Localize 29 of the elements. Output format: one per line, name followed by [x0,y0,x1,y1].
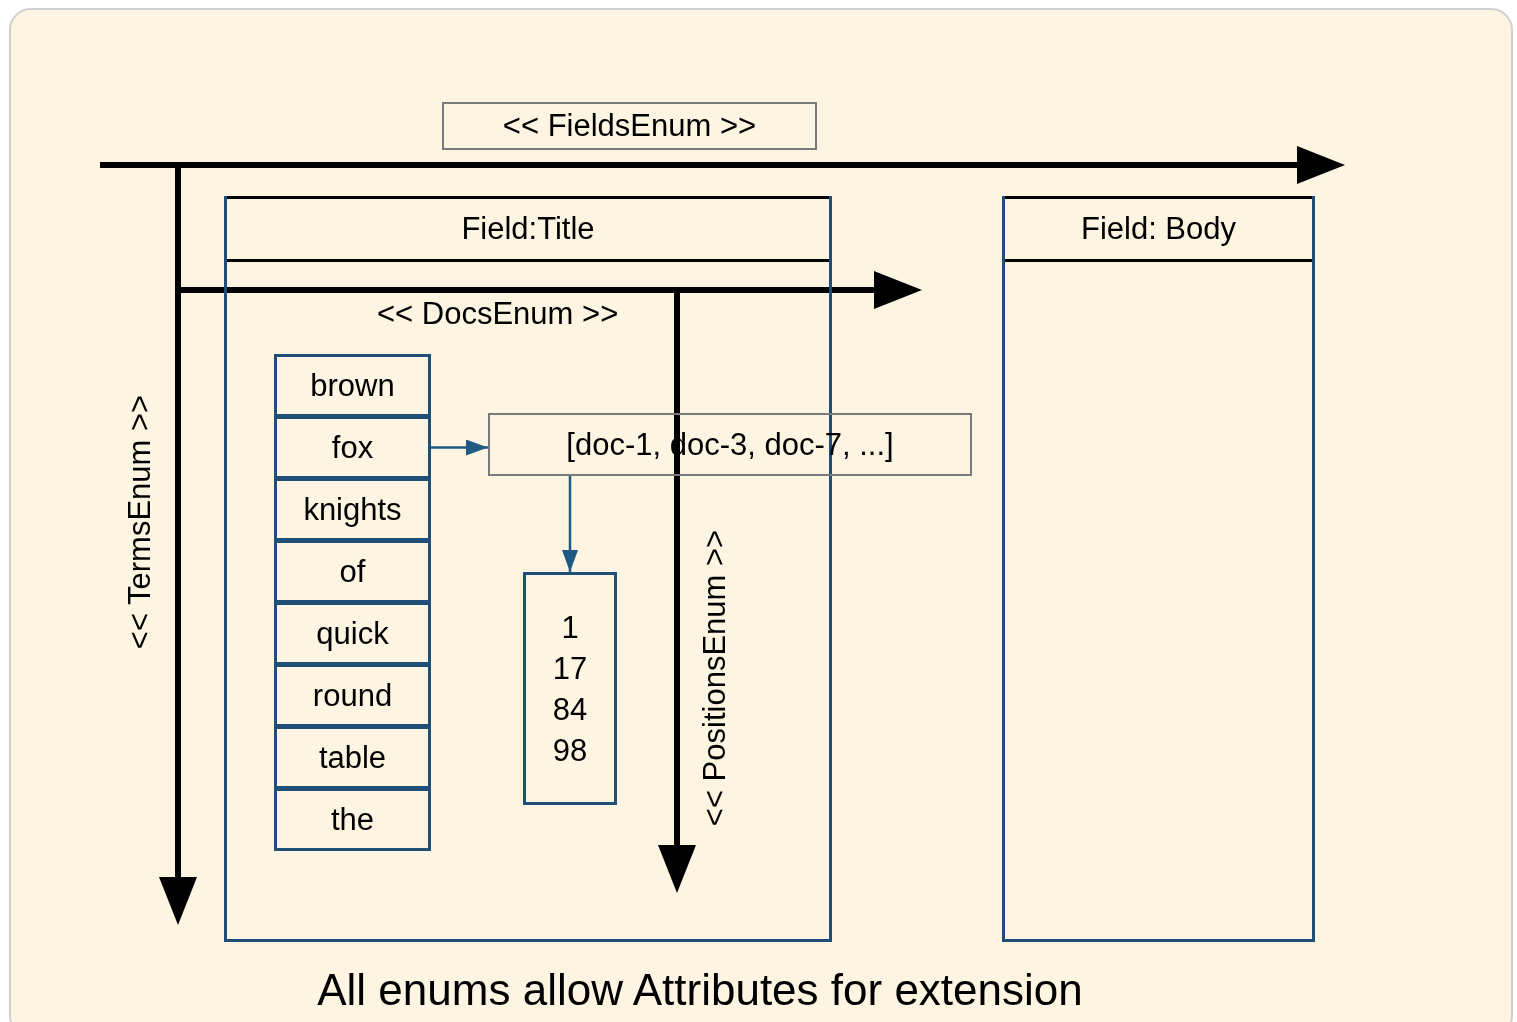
enum-label: << TermsEnum >> [122,394,159,650]
term-cell [274,416,431,479]
field-header: Field: Body [1005,196,1312,262]
term-text: brown [310,367,395,404]
enum-label: << DocsEnum >> [377,296,619,332]
term-cell [274,354,431,417]
term-cell [274,540,431,603]
caption: All enums allow Attributes for extension [316,965,1084,1015]
arrow [562,476,578,572]
enum-label-box [442,102,817,150]
term-text: fox [331,429,374,466]
term-cell [274,788,431,851]
field-header: Field:Title [227,196,829,262]
field-panel [1002,196,1315,942]
term-cell [274,664,431,727]
term-cell [274,478,431,541]
arrow [431,439,488,456]
enum-label: << PositionsEnum >> [697,529,734,827]
term-cell [274,726,431,789]
term-text: of [339,553,366,590]
term-cell [274,602,431,665]
positions-box [523,572,617,805]
box-text: << FieldsEnum >> [502,108,757,144]
term-text: the [330,801,375,838]
term-text: knights [303,491,402,528]
term-text: round [312,677,393,714]
term-text: quick [316,615,389,652]
box-text: 1 17 84 98 [551,608,589,770]
term-text: table [318,739,387,776]
